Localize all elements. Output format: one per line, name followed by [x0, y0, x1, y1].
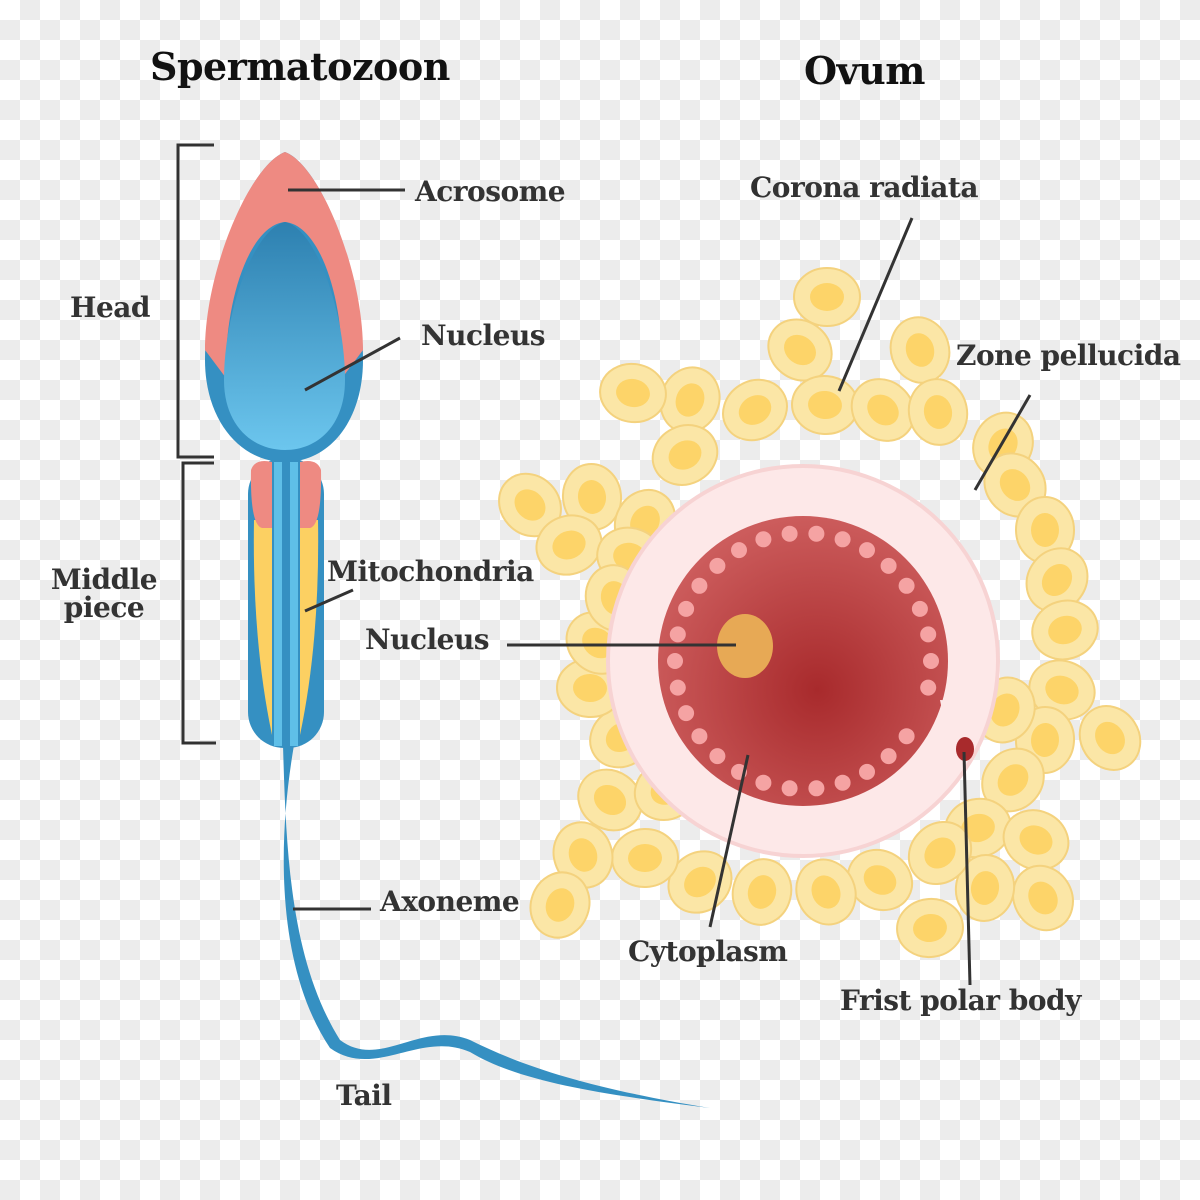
label-acrosome: Acrosome	[415, 175, 566, 208]
cortical-granule	[781, 780, 798, 797]
follicle-cell	[846, 848, 914, 912]
cortical-granule	[920, 679, 937, 696]
follicle-cell	[889, 316, 951, 384]
label-corona-radiata: Corona radiata	[750, 171, 978, 204]
first-polar-body	[956, 737, 974, 761]
follicle-cell	[954, 854, 1016, 922]
cortical-granule	[834, 774, 851, 791]
cortical-granule	[898, 577, 915, 594]
cortical-granule	[911, 600, 928, 617]
cortical-granule	[880, 748, 897, 765]
follicle-cell	[1002, 809, 1070, 871]
follicle-cell	[767, 318, 833, 382]
cortical-granule	[678, 705, 695, 722]
label-mitochondria: Mitochondria	[327, 555, 534, 588]
label-sperm-nucleus: Nucleus	[421, 319, 546, 352]
leader-polar-body	[962, 751, 972, 986]
head-bracket	[176, 143, 214, 459]
cortical-granule	[834, 531, 851, 548]
cortical-granule	[731, 542, 747, 559]
follicle-cell	[981, 747, 1045, 813]
follicle-cell	[731, 858, 793, 926]
follicle-cell	[907, 821, 973, 885]
label-head: Head	[70, 291, 151, 324]
label-tail: Tail	[336, 1079, 392, 1112]
spermatozoon-title: Spermatozoon	[150, 44, 450, 89]
label-cytoplasm: Cytoplasm	[628, 935, 788, 968]
follicle-cell	[651, 424, 719, 486]
label-middle-piece: Middle piece	[48, 566, 160, 622]
cortical-granule	[808, 780, 825, 797]
follicle-cell	[1028, 659, 1096, 721]
cortical-granule	[678, 600, 695, 617]
follicle-cell	[896, 897, 964, 959]
label-ovum-nucleus: Nucleus	[365, 623, 490, 656]
cortical-granule	[691, 728, 708, 745]
follicle-cell	[498, 472, 562, 538]
leader-lines	[288, 188, 1032, 986]
cortical-granule	[669, 679, 686, 696]
cortical-granule	[669, 626, 686, 643]
follicle-cell	[659, 366, 721, 434]
cortical-granule	[755, 531, 772, 548]
cortical-granule	[880, 557, 897, 574]
acrosome	[205, 152, 363, 378]
sperm-nucleus	[224, 222, 345, 450]
label-first-polar-body: Frist polar body	[840, 984, 1081, 1017]
follicle-cell	[552, 821, 614, 889]
cortical-granule	[898, 728, 915, 745]
follicle-cell	[1031, 599, 1099, 661]
cortical-granules	[667, 525, 939, 797]
cortical-granule	[709, 557, 726, 574]
follicle-cell	[529, 871, 591, 939]
ovum-nucleus	[717, 614, 773, 678]
ovum-cytoplasm	[658, 516, 948, 806]
cortical-granule	[755, 774, 772, 791]
leader-sperm-nucleus	[304, 336, 401, 392]
corona-radiata-cells	[498, 267, 1142, 959]
cortical-granule	[859, 763, 875, 780]
label-zone-pellucida: Zone pellucida	[956, 339, 1181, 372]
leader-cytoplasm	[708, 754, 750, 928]
leader-corona	[837, 217, 914, 392]
follicle-cell	[535, 514, 603, 576]
follicle-cell	[1012, 864, 1074, 932]
cortical-granule	[808, 525, 825, 542]
sperm-middle-piece	[248, 458, 324, 748]
follicle-cell	[1025, 547, 1089, 613]
mitochondria-pink-right	[300, 461, 322, 528]
mitochondria-pink-left	[250, 461, 272, 528]
label-middle-piece-line1: Middle	[50, 563, 158, 596]
follicle-cell	[722, 378, 788, 442]
ovum-title: Ovum	[804, 48, 926, 93]
follicle-cell	[791, 374, 859, 436]
label-axoneme: Axoneme	[380, 885, 520, 918]
follicle-cell	[907, 378, 969, 446]
label-middle-piece-line2: piece	[63, 591, 145, 624]
follicle-cell	[577, 768, 643, 832]
polar-body-notch	[930, 700, 975, 790]
cortical-granule	[859, 542, 875, 559]
leader-mitochondria	[304, 588, 354, 613]
follicle-cell	[795, 858, 857, 926]
cortical-granule	[923, 653, 939, 669]
cortical-granule	[781, 525, 798, 542]
follicle-cell	[599, 362, 667, 424]
cortical-granule	[691, 577, 708, 594]
cortical-granule	[709, 748, 726, 765]
middle-piece-bracket	[181, 461, 216, 745]
follicle-cell	[850, 378, 916, 442]
cortical-granule	[920, 626, 937, 643]
leader-zone	[973, 394, 1032, 491]
follicle-cell	[1078, 705, 1142, 771]
follicle-cell	[611, 827, 679, 889]
cortical-granule	[667, 653, 683, 669]
sperm-head	[205, 152, 363, 462]
follicle-cell	[793, 267, 861, 327]
